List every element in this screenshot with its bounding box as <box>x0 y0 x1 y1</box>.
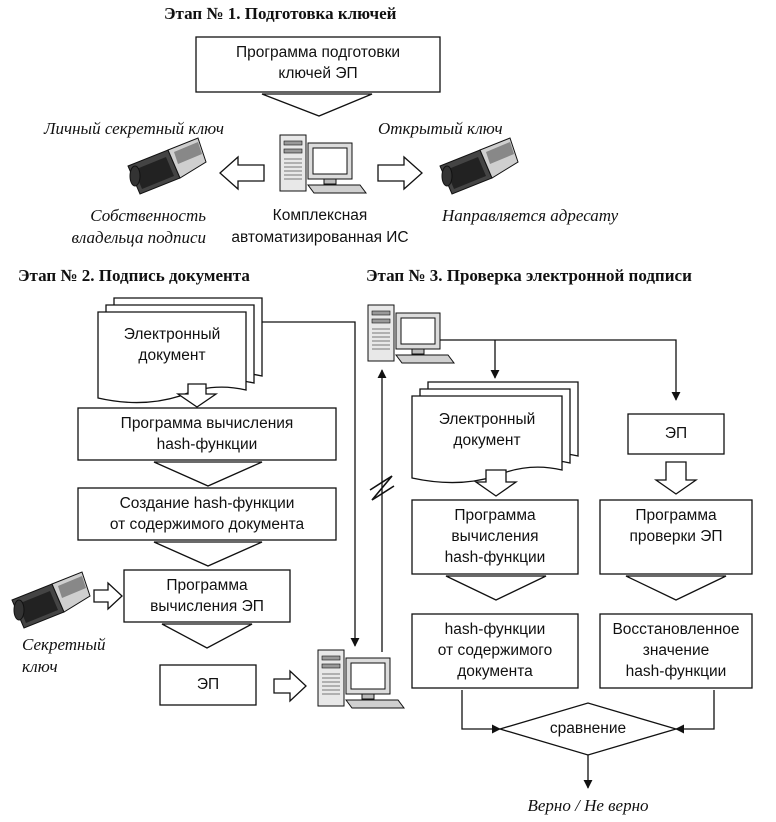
stage3-hash-result-line2: от содержимого <box>437 642 553 659</box>
right-arrow-icon <box>377 155 423 191</box>
right-arrow-icon <box>273 669 307 703</box>
stage3-title: Этап № 3. Проверка электронной подписи <box>366 266 692 285</box>
secret-key-line2: ключ <box>22 657 58 676</box>
stage2-sign-program-line1: Программа <box>166 577 248 594</box>
stage3-hash-program-line2: вычисления <box>451 528 539 545</box>
key-prep-program-line1: Программа подготовки <box>235 44 401 61</box>
stage3-signature-label: ЭП <box>664 425 688 442</box>
stage2-hash-create-line1: Создание hash-функции <box>119 495 295 512</box>
compare-input-line <box>675 690 715 734</box>
stage2-document-line2: документ <box>138 347 206 364</box>
private-key-usb-icon <box>127 137 207 195</box>
stage2-sign-program-line2: вычисления ЭП <box>150 598 264 615</box>
stage1-title: Этап № 1. Подготовка ключей <box>164 4 397 23</box>
stage3-hash-program-line3: hash-функции <box>444 549 546 566</box>
result-label: Верно / Не верно <box>527 796 649 815</box>
down-arrow-icon <box>473 469 519 497</box>
public-key-usb-icon <box>439 137 519 195</box>
stage2-hash-program-box <box>77 407 337 461</box>
stage3-document-line1: Электронный <box>438 411 536 428</box>
stage3-hash-result-box <box>411 613 579 689</box>
stage2-document-line1: Электронный <box>123 326 221 343</box>
stage3-hash-program-line1: Программа <box>454 507 536 524</box>
stage3-verify-program-box <box>599 499 753 575</box>
stage3-hash-result-line3: документа <box>457 663 533 680</box>
compare-input-line <box>461 690 501 734</box>
down-arrow-icon <box>625 575 727 601</box>
system-caption-line1: Комплексная <box>272 207 368 224</box>
key-prep-program-line2: ключей ЭП <box>278 65 358 82</box>
stage3-restored-hash-line3: hash-функции <box>625 663 727 680</box>
secret-key-usb-icon <box>11 571 91 629</box>
left-arrow-icon <box>219 155 265 191</box>
private-key-label: Личный секретный ключ <box>44 119 225 138</box>
compare-label: сравнение <box>549 720 627 737</box>
down-arrow-icon <box>153 461 263 487</box>
secret-key-line1: Секретный <box>22 635 106 654</box>
lightning-icon <box>369 475 395 501</box>
stage3-signature-box <box>627 413 725 455</box>
stage3-restored-hash-line2: значение <box>642 642 710 659</box>
stage3-restored-hash-box <box>599 613 753 689</box>
down-arrow-icon <box>161 623 253 649</box>
down-arrow-icon <box>175 383 219 408</box>
down-arrow-icon <box>261 93 373 117</box>
stage2-signature-box <box>159 664 257 706</box>
stage2-document-stack <box>97 297 263 404</box>
down-arrow-icon <box>445 575 547 601</box>
stage2-hash-create-line2: от содержимого документа <box>109 516 305 533</box>
compare-diamond <box>497 702 679 756</box>
stage3-verify-program-line1: Программа <box>635 507 717 524</box>
receiver-computer-icon <box>367 304 455 364</box>
stage3-document-line2: документ <box>453 432 521 449</box>
stage3-restored-hash-line1: Восстановленное <box>612 621 740 638</box>
stage2-sign-program-box <box>123 569 291 623</box>
stage3-verify-program-line2: проверки ЭП <box>629 528 723 545</box>
sender-computer-icon <box>317 649 405 709</box>
public-key-label: Открытый ключ <box>378 119 503 138</box>
stage2-hash-program-line2: hash-функции <box>156 436 258 453</box>
down-arrow-icon <box>653 461 699 495</box>
computer-icon <box>279 134 367 194</box>
stage2-title: Этап № 2. Подпись документа <box>18 266 250 285</box>
owner-caption-line1: Собственность <box>90 206 206 225</box>
system-caption-line2: автоматизированная ИС <box>231 229 409 246</box>
stage3-hash-result-line1: hash-функции <box>444 621 546 638</box>
distribution-line <box>440 339 681 401</box>
stage2-hash-program-line1: Программа вычисления <box>120 415 294 432</box>
recipient-caption: Направляется адресату <box>442 206 619 225</box>
document-transfer-line <box>262 321 360 647</box>
stage3-document-stack <box>411 381 579 484</box>
stage2-signature-label: ЭП <box>196 676 220 693</box>
stage2-hash-create-box <box>77 487 337 541</box>
key-prep-program-box <box>195 36 441 93</box>
stage3-hash-program-box <box>411 499 579 575</box>
down-arrow-icon <box>153 541 263 567</box>
owner-caption-line2: владельца подписи <box>71 228 206 247</box>
right-arrow-icon <box>93 581 123 611</box>
